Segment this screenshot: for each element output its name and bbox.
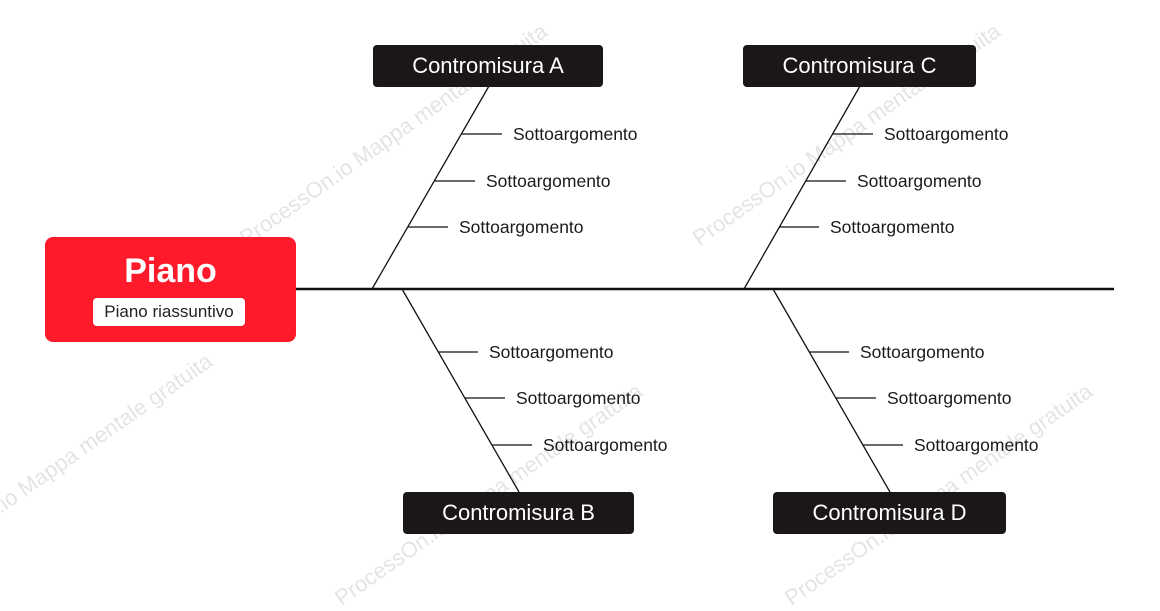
subtopic-node[interactable]: Sottoargomento <box>459 217 584 237</box>
subtopic-node[interactable]: Sottoargomento <box>887 388 1012 408</box>
branch-node-c[interactable]: Contromisura C <box>743 45 976 87</box>
fishbone-lines <box>296 85 1114 493</box>
bone-line-c <box>743 85 861 290</box>
branch-node-b[interactable]: Contromisura B <box>403 492 634 534</box>
subtopic-node[interactable]: Sottoargomento <box>914 435 1039 455</box>
subtopic-node[interactable]: Sottoargomento <box>857 171 982 191</box>
subtopic-node[interactable]: Sottoargomento <box>860 342 985 362</box>
subtopic-node[interactable]: Sottoargomento <box>486 171 611 191</box>
root-subtitle[interactable]: Piano riassuntivo <box>93 298 245 326</box>
branch-node-d[interactable]: Contromisura D <box>773 492 1006 534</box>
subtopic-node[interactable]: Sottoargomento <box>543 435 668 455</box>
bone-line-b <box>401 288 520 493</box>
subtopic-node[interactable]: Sottoargomento <box>513 124 638 144</box>
subtopic-node[interactable]: Sottoargomento <box>830 217 955 237</box>
bone-line-d <box>772 288 891 493</box>
subtopic-node[interactable]: Sottoargomento <box>516 388 641 408</box>
subtopic-node[interactable]: Sottoargomento <box>884 124 1009 144</box>
fishbone-canvas: ProcessOn.io Mappa mentale gratuita Proc… <box>0 18 1114 610</box>
subtopic-node[interactable]: Sottoargomento <box>489 342 614 362</box>
branch-node-a[interactable]: Contromisura A <box>373 45 603 87</box>
root-title: Piano <box>124 252 217 290</box>
root-node[interactable]: Piano <box>45 237 296 342</box>
bone-line-a <box>371 85 490 290</box>
